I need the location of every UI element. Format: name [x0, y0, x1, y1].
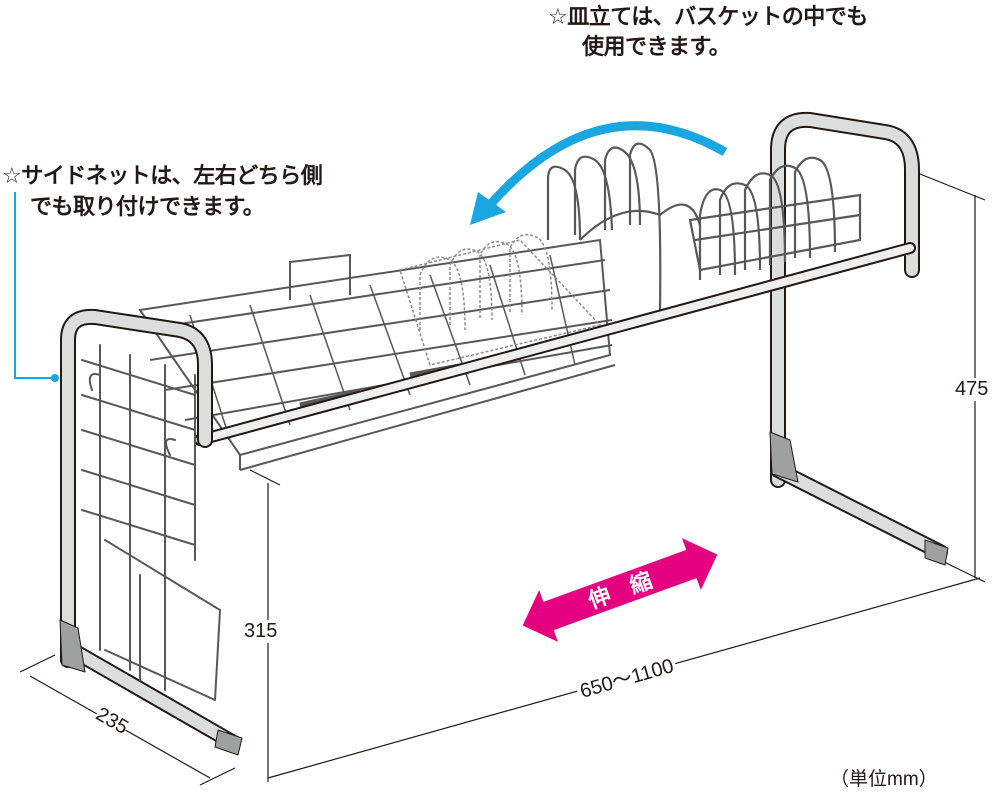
side-net-callout-line	[14, 192, 59, 382]
telescopic-rail	[194, 242, 916, 446]
side-net-note-line2: でも取り付けできます。	[30, 195, 265, 220]
extend-arrow-pink: 伸 縮	[520, 534, 720, 646]
plate-rack-in-basket-dashed	[399, 233, 602, 366]
left-end-frame	[59, 308, 243, 756]
move-arrow-blue	[470, 121, 728, 225]
dish-rack-note-line1: ☆皿立ては、バスケットの中でも	[548, 5, 868, 30]
plate-rack	[546, 142, 862, 311]
right-end-frame	[769, 111, 949, 566]
dish-rack-note-line2: 使用できます。	[582, 35, 731, 60]
dimension-height-lower: 315	[244, 620, 278, 643]
unit-label: （単位mm）	[830, 769, 938, 790]
dimension-height-total: 475	[955, 378, 989, 401]
side-net-note-line1: ☆サイドネットは、左右どちら側	[2, 164, 323, 189]
